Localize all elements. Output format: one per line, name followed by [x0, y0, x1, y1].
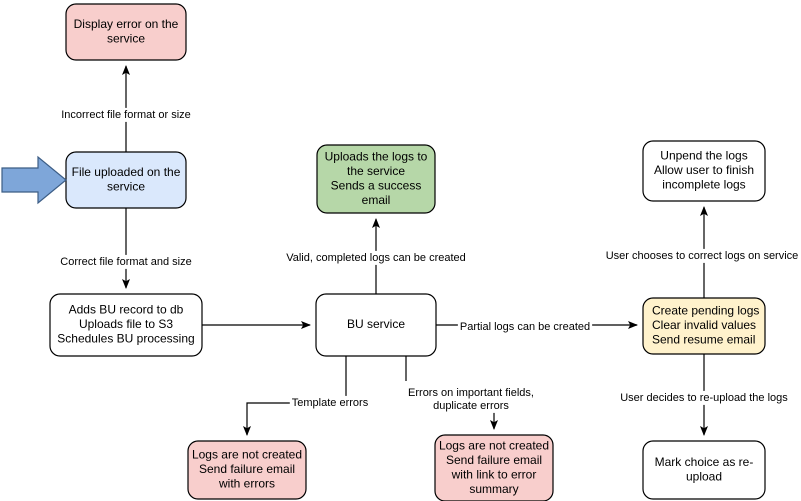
logs-not-created-template-node-shape: [187, 440, 307, 500]
edge-label-user-corrects-backdrop: [603, 248, 801, 263]
uploads-logs-node-line-4: email: [362, 193, 391, 207]
mark-choice-node-line-2: upload: [686, 469, 722, 483]
logs-not-created-template-node-line-3: with errors: [218, 477, 275, 491]
logs-not-created-summary-node-line-2: Send failure email: [446, 453, 542, 467]
create-pending-logs-node-line-1: Create pending logs: [652, 304, 759, 318]
file-uploaded-node-line-2: service: [107, 179, 145, 193]
edge-label-user-corrects: User chooses to correct logs on service: [606, 250, 799, 262]
edge-label-correct-format: Correct file format and size: [60, 256, 191, 268]
bu-service-node[interactable]: BU service: [315, 293, 437, 357]
edge-label-template-errors-backdrop: [289, 395, 371, 410]
edge-label-valid-completed: Valid, completed logs can be created: [286, 252, 466, 264]
adds-bu-record-node-line-1: Adds BU record to db: [69, 303, 184, 317]
edge-label-correct-format-backdrop: [58, 254, 194, 269]
display-error-node-line-1: Display error on the: [74, 17, 179, 31]
edge-bu-service-to-template-errors: [243, 356, 347, 436]
edge-label-partial-logs-backdrop: [457, 319, 593, 334]
edge-label-template-errors: Template errors: [292, 397, 369, 409]
create-pending-logs-node-line-3: Send resume email: [652, 333, 755, 347]
edge-label-user-reupload: User decides to re-upload the logs: [620, 392, 788, 404]
adds-bu-record-node-line-2: Uploads file to S3: [79, 317, 173, 331]
mark-choice-node[interactable]: Mark choice as re-upload: [642, 440, 766, 500]
display-error-node-line-2: service: [107, 31, 145, 45]
edge-label-errors-important-line1: Errors on important fields,: [408, 387, 534, 399]
unpend-logs-node-shape: [642, 140, 766, 202]
input-block-arrow: [1, 155, 67, 205]
uploads-logs-node-shape: [316, 144, 436, 214]
uploads-logs-node-line-1: Uploads the logs to: [325, 149, 428, 163]
logs-not-created-template-node-line-2: Send failure email: [199, 462, 295, 476]
display-error-node-shape: [65, 3, 187, 61]
bu-service-node-shape: [315, 293, 437, 357]
logs-not-created-summary-node-line-3: with link to error: [451, 467, 537, 481]
mark-choice-node-shape: [642, 440, 766, 500]
edge-label-valid-completed-backdrop: [284, 250, 468, 265]
edge-label-incorrect-format: Incorrect file format or size: [61, 109, 191, 121]
logs-not-created-summary-node-line-1: Logs are not created: [439, 438, 549, 452]
uploads-logs-node-line-3: Sends a success: [331, 178, 422, 192]
create-pending-logs-node-line-2: Clear invalid values: [652, 318, 756, 332]
logs-not-created-template-node-line-1: Logs are not created: [192, 448, 302, 462]
edge-label-user-reupload-backdrop: [618, 390, 791, 405]
edge-label-incorrect-format-backdrop: [59, 107, 193, 122]
create-pending-logs-node-shape: [642, 297, 766, 355]
logs-not-created-summary-node-shape: [434, 434, 554, 501]
logs-not-created-summary-node-line-4: summary: [469, 482, 518, 496]
adds-bu-record-node-shape: [49, 293, 203, 357]
adds-bu-record-node-line-3: Schedules BU processing: [57, 332, 194, 346]
bu-service-node-line-1: BU service: [347, 317, 405, 331]
edge-label-errors-important-line1-backdrop: [406, 385, 536, 400]
unpend-logs-node-line-2: Allow user to finish: [654, 163, 754, 177]
unpend-logs-node-line-3: incomplete logs: [662, 178, 745, 192]
edge-label-errors-important-line2: duplicate errors: [433, 400, 509, 412]
mark-choice-node-line-1: Mark choice as re-: [655, 455, 754, 469]
edge-label-partial-logs: Partial logs can be created: [460, 321, 590, 333]
edge-label-errors-important-line2-backdrop: [431, 398, 512, 413]
unpend-logs-node-line-1: Unpend the logs: [660, 149, 747, 163]
uploads-logs-node-line-2: the service: [347, 164, 405, 178]
file-uploaded-node-line-1: File uploaded on the: [72, 165, 181, 179]
